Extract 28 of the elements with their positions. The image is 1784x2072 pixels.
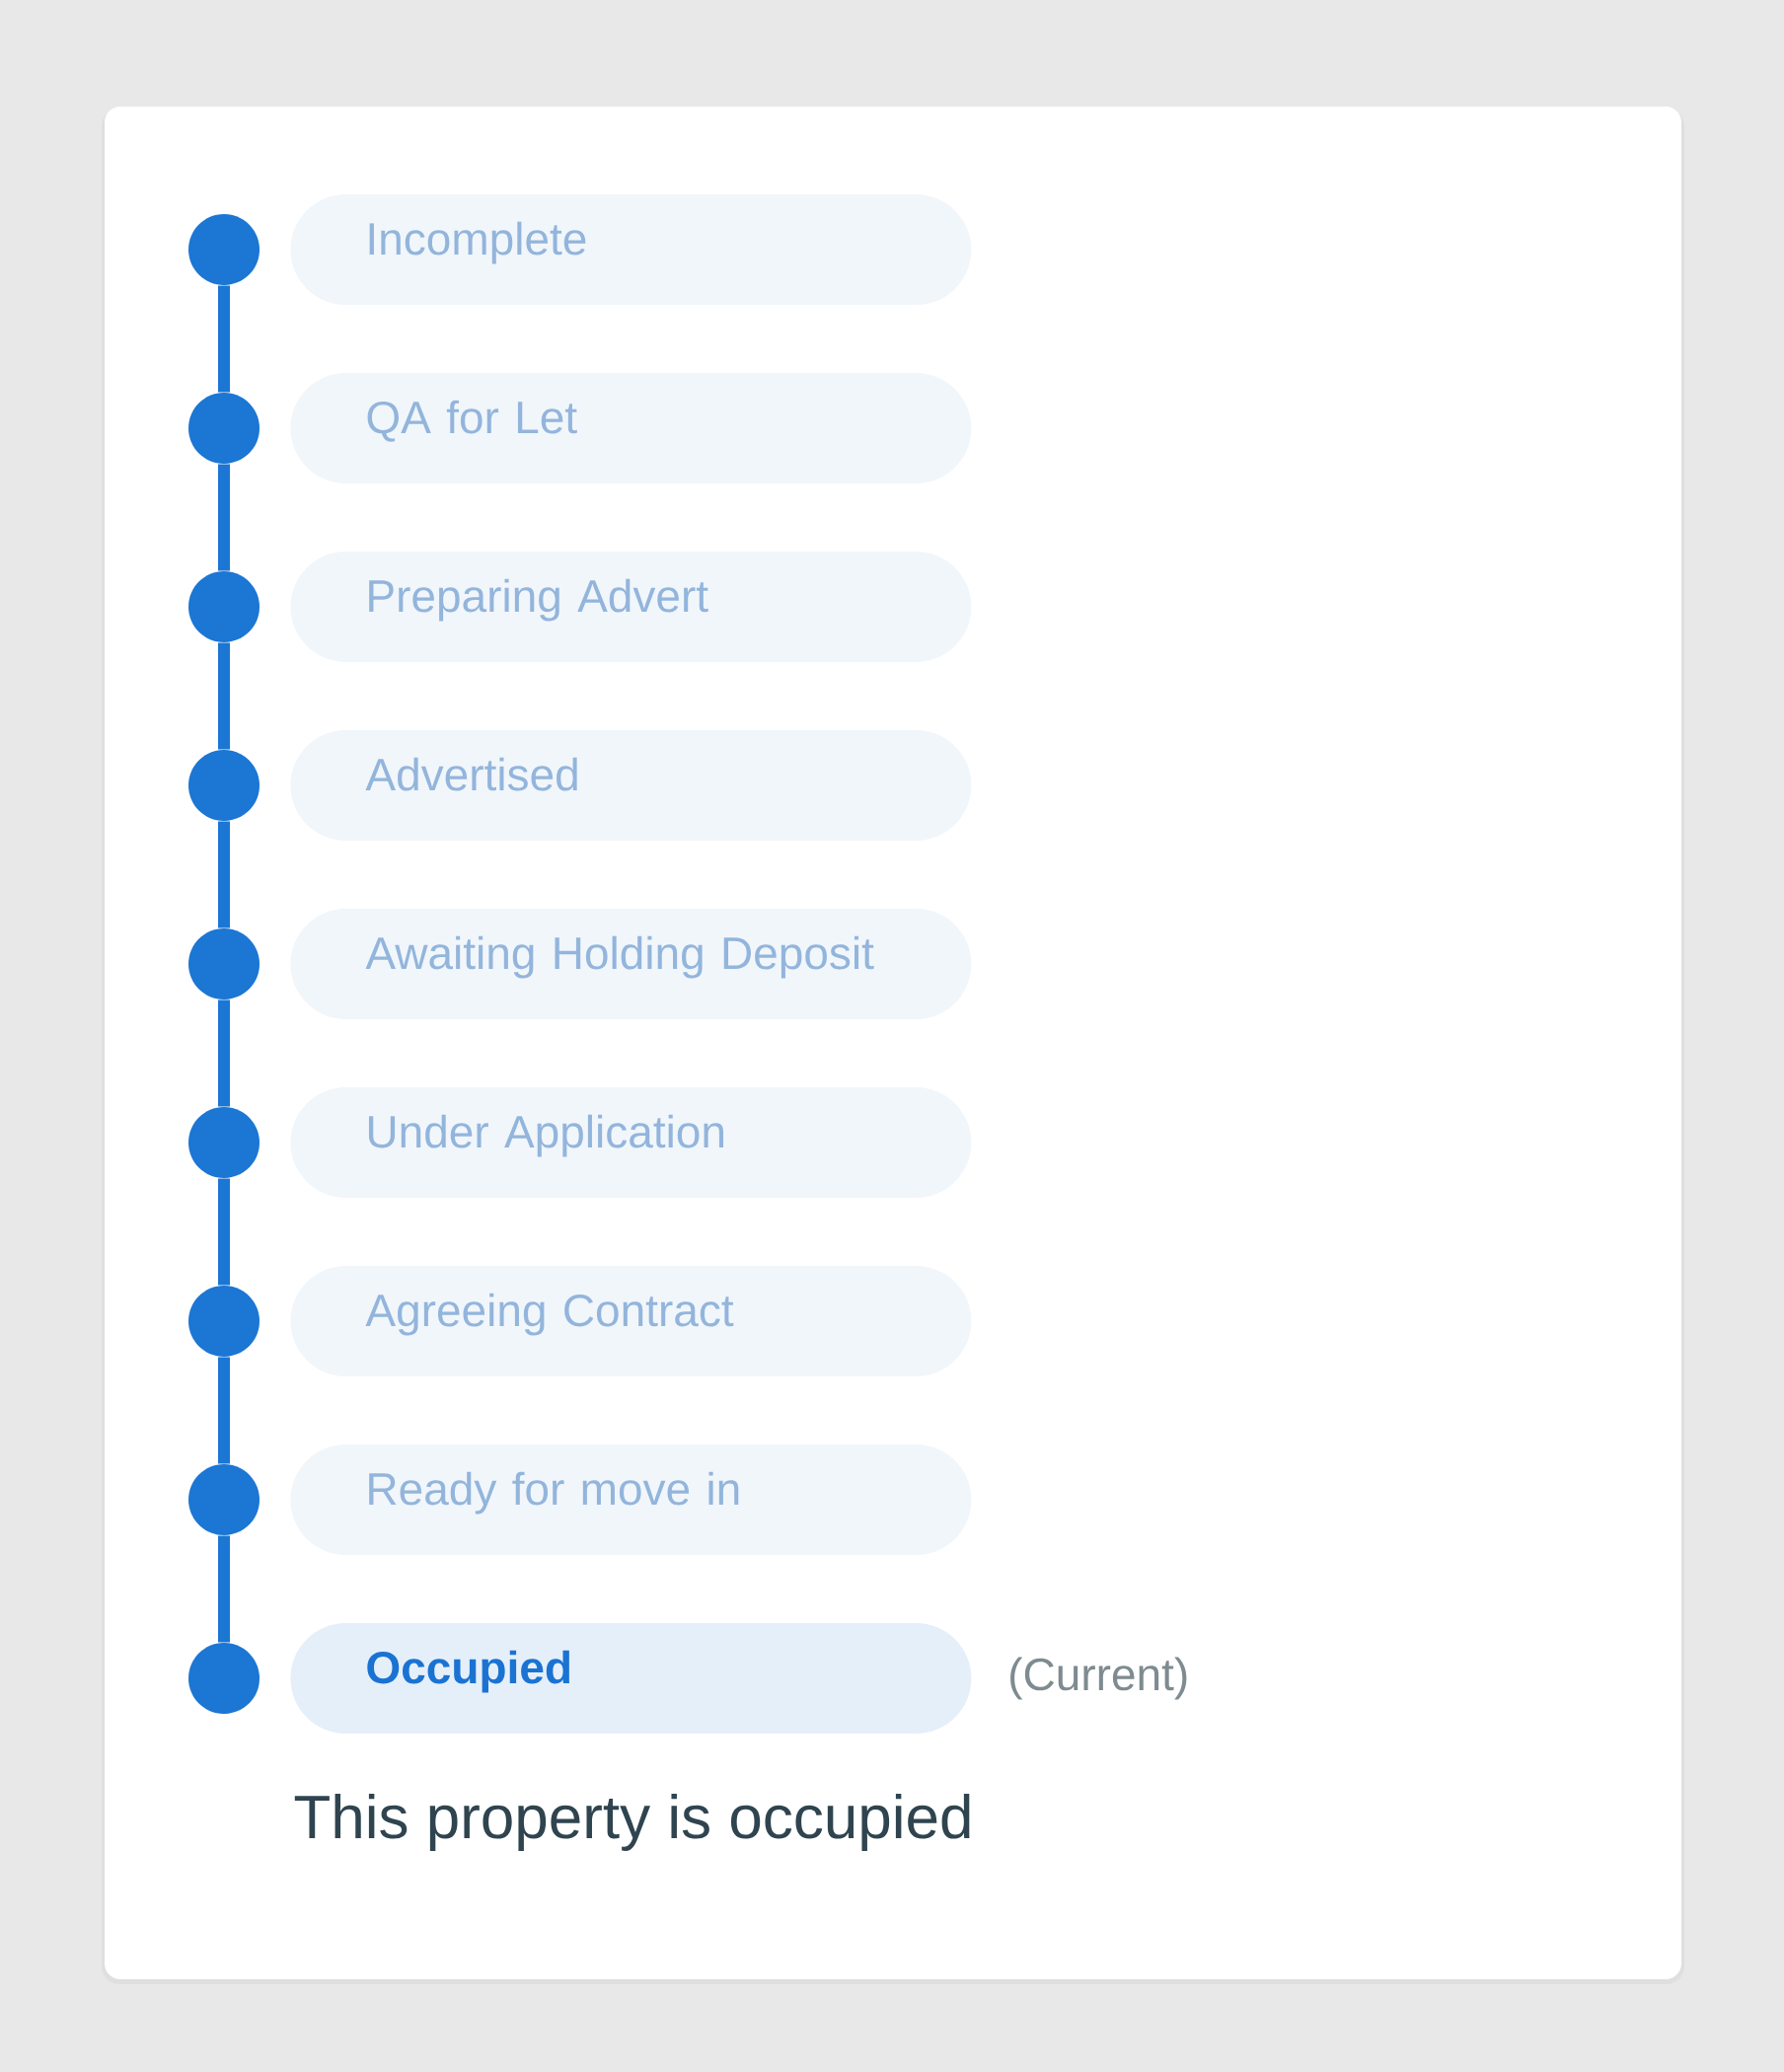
timeline-line bbox=[218, 1357, 230, 1464]
timeline-line bbox=[218, 999, 230, 1107]
timeline-line bbox=[218, 642, 230, 750]
status-pill: Ready for move in bbox=[290, 1444, 972, 1555]
status-pill: Preparing Advert bbox=[290, 552, 972, 662]
timeline-dot bbox=[188, 1107, 260, 1178]
timeline-dot bbox=[188, 1643, 260, 1714]
status-pill: Advertised bbox=[290, 730, 972, 841]
timeline-dot bbox=[188, 214, 260, 285]
status-message: This property is occupied bbox=[294, 1794, 970, 1851]
status-pill: QA for Let bbox=[290, 373, 972, 483]
timeline-line bbox=[218, 285, 230, 393]
timeline-line bbox=[218, 1535, 230, 1643]
status-pill: Under Application bbox=[290, 1087, 972, 1198]
status-pill: Occupied bbox=[290, 1623, 972, 1734]
timeline-line bbox=[218, 464, 230, 571]
status-note: (Current) bbox=[1010, 1657, 1187, 1700]
timeline-dot bbox=[188, 928, 260, 999]
timeline-dot bbox=[188, 750, 260, 821]
timeline-line bbox=[218, 1178, 230, 1286]
timeline-line bbox=[218, 821, 230, 928]
status-pill: Agreeing Contract bbox=[290, 1266, 972, 1376]
timeline-dot bbox=[188, 393, 260, 464]
status-pill: Incomplete bbox=[290, 194, 972, 305]
status-pill: Awaiting Holding Deposit bbox=[290, 909, 972, 1019]
timeline-dot bbox=[188, 1286, 260, 1357]
timeline-dot bbox=[188, 571, 260, 642]
timeline-dot bbox=[188, 1464, 260, 1535]
